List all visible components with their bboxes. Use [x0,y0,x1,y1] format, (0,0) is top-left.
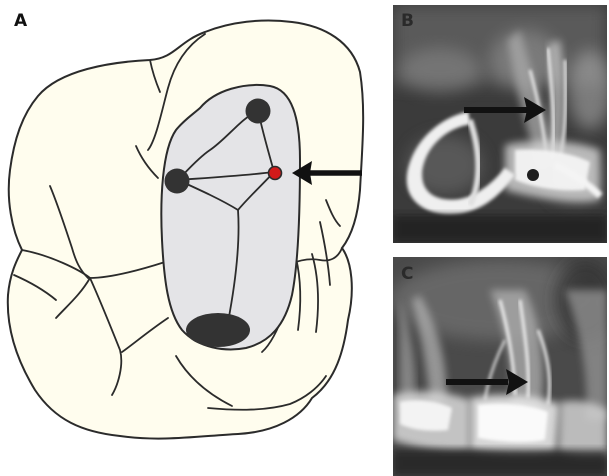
panel-a-tooth-drawing [8,20,363,438]
panel-a-label: A [14,13,27,30]
mesiobuccal-orifice [246,99,271,124]
palatal-orifice [186,313,250,347]
distobuccal-orifice [165,169,190,194]
panel-c-xray [390,257,609,476]
panel-b-label: B [401,13,414,30]
panel-c-label: C [401,266,413,283]
panel-b-xray [393,5,609,243]
mb2-orifice-highlight [269,167,282,180]
